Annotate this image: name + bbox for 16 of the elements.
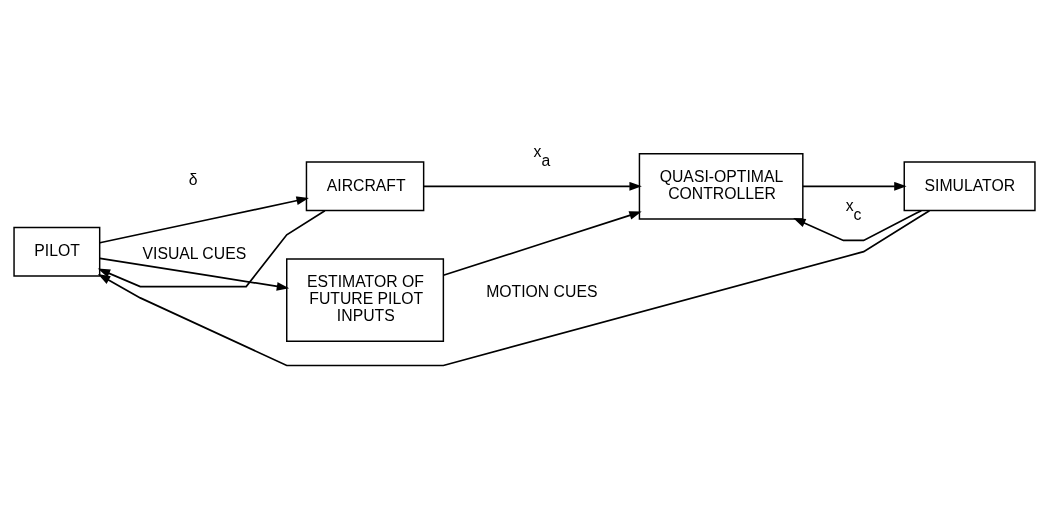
arrow (97, 209, 931, 367)
arrow (97, 210, 326, 288)
arrow (802, 181, 907, 191)
arrow (99, 196, 309, 244)
arrow (442, 211, 642, 277)
node-box: QUASI-OPTIMAL CONTROLLER (638, 152, 804, 220)
edge-label: MOTION CUES (486, 282, 598, 300)
node-box: PILOT (13, 226, 101, 277)
edge-label: δ (188, 171, 198, 189)
edge-label: VISUAL CUES (142, 244, 247, 262)
node-box: ESTIMATOR OF FUTURE PILOT INPUTS (286, 258, 445, 342)
node-box: SIMULATOR (903, 161, 1036, 212)
arrow (793, 209, 923, 242)
node-box: AIRCRAFT (305, 161, 425, 212)
arrow (422, 181, 642, 191)
arrow (99, 257, 290, 291)
